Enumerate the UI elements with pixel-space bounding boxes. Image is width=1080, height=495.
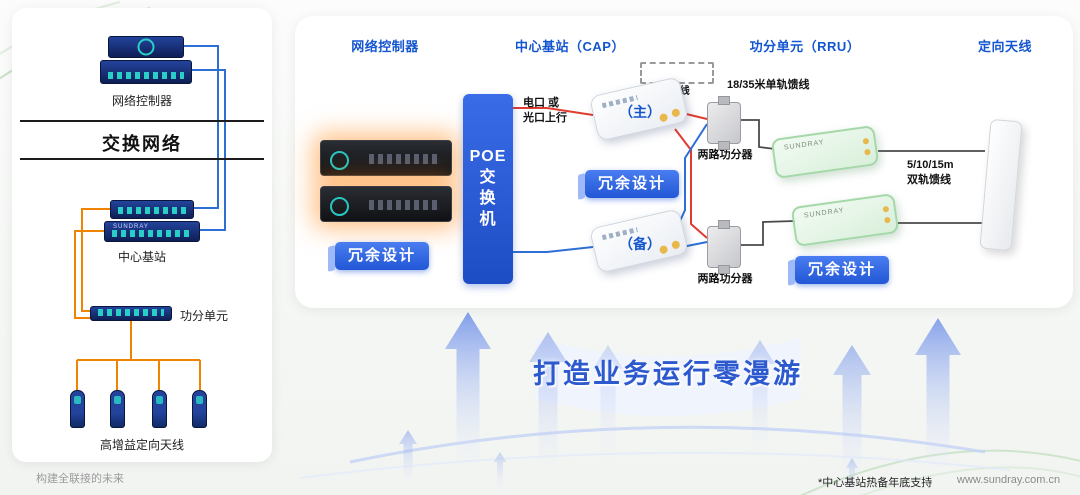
directional-antenna-1	[70, 390, 85, 428]
header-rru: 功分单元（RRU）	[749, 39, 861, 54]
brand-text: SUNDRAY	[803, 207, 845, 220]
header-cap: 中心基站（CAP）	[515, 39, 625, 54]
splitter-device-1	[707, 102, 741, 144]
redundancy-badge-2: 冗余设计	[585, 170, 680, 198]
slogan-text: 打造业务运行零漫游	[533, 359, 803, 389]
poe-switch: POE 交 换 机	[463, 94, 513, 284]
power-splitter-device	[90, 306, 172, 321]
header-controller: 网络控制器	[351, 39, 419, 54]
splitter-label-1: 两路功分器	[697, 149, 753, 161]
power-splitter-label: 功分单元	[180, 309, 229, 323]
base-station-unit-2: SUNDRAY	[104, 221, 200, 242]
swoosh-line	[349, 425, 986, 464]
directional-antenna-2	[110, 390, 125, 428]
header-antenna: 定向天线	[977, 39, 1032, 54]
footer-tagline: 构建全联接的未来	[36, 473, 124, 485]
divider-bottom	[20, 158, 264, 160]
uplink-label: 电口 或 光口上行	[523, 97, 567, 124]
controller-rack-device-1	[320, 140, 452, 176]
left-panel: 网络控制器 交换网络 SUNDRAY 中心基站 功分单元 高增益定向天线	[12, 8, 272, 462]
controller-rack-device-2	[320, 186, 452, 222]
brand-text: SUNDRAY	[783, 139, 825, 152]
footer-footnote: *中心基站热备年底支持	[818, 477, 933, 489]
feeder-single-label: 18/35米单轨馈线	[727, 79, 810, 91]
rru-device-1: SUNDRAY	[770, 124, 880, 180]
cap-backup-label: （备）	[619, 236, 661, 252]
network-controller-device	[108, 36, 184, 58]
brand-text: SUNDRAY	[113, 224, 149, 230]
up-arrows	[399, 312, 961, 492]
footer-website: www.sundray.com.cn	[957, 474, 1061, 486]
network-controller-device-base	[100, 60, 192, 84]
panel-antenna-device	[979, 118, 1023, 252]
antennas-label: 高增益定向天线	[99, 438, 184, 452]
splitter-label-2: 两路功分器	[697, 273, 753, 285]
rru-device-2: SUNDRAY	[790, 192, 900, 248]
right-panel: 网络控制器 中心基站（CAP） 功分单元（RRU） 定向天线 冗余设计 POE …	[295, 16, 1073, 308]
cap-main-label: （主）	[619, 104, 661, 120]
network-controller-label: 网络控制器	[111, 94, 172, 108]
directional-antenna-4	[192, 390, 207, 428]
base-station-label: 中心基站	[117, 250, 166, 264]
splitter-device-2	[707, 226, 741, 268]
directional-antenna-3	[152, 390, 167, 428]
divider-top	[20, 120, 264, 122]
base-station-unit-1	[110, 200, 194, 219]
redundancy-badge-3: 冗余设计	[795, 256, 890, 284]
switch-network-title: 交换网络	[102, 134, 182, 154]
feeder-dual-label: 5/10/15m 双轨馈线	[907, 159, 954, 186]
redundancy-badge-1: 冗余设计	[335, 242, 430, 270]
